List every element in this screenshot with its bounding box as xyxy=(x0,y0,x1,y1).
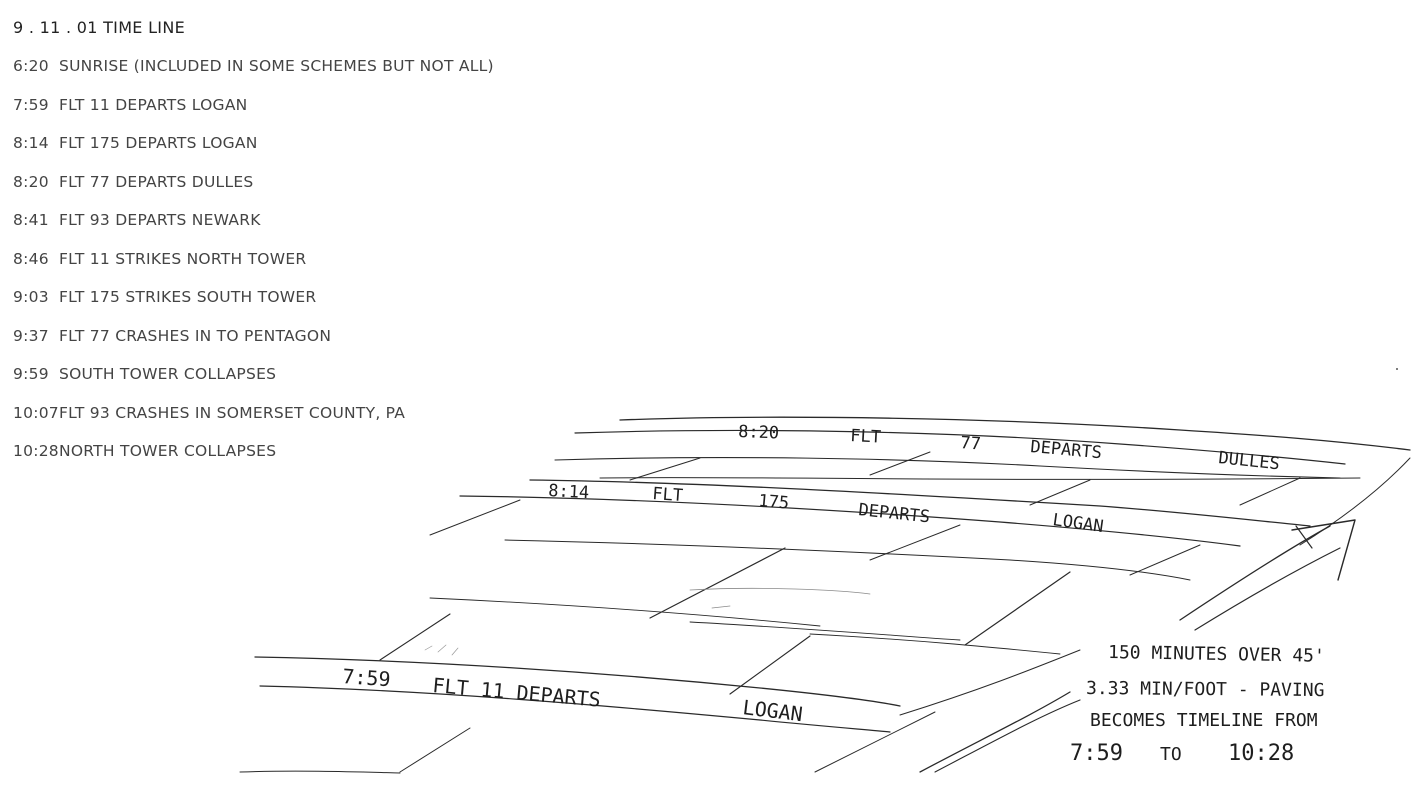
sketch-linework xyxy=(239,368,1411,774)
paving-joint xyxy=(379,613,451,661)
timeline-item: 8:20 FLT 77 DEPARTS DULLES xyxy=(13,173,494,212)
timeline-list: 6:20 SUNRISE (INCLUDED IN SOME SCHEMES BU… xyxy=(13,57,494,481)
sketch-note: 150 MINUTES OVER 45' 3.33 MIN/FOOT - PAV… xyxy=(1070,642,1325,766)
paving-edge xyxy=(934,699,1081,773)
band-place: LOGAN xyxy=(1051,510,1104,537)
band-line xyxy=(554,457,1341,479)
paving-joint xyxy=(1239,477,1301,506)
band-time: 8:20 xyxy=(738,422,780,443)
paving-joint xyxy=(689,587,871,595)
paving-joint xyxy=(711,605,731,609)
event-time: 6:20 xyxy=(13,57,49,75)
event-text: SUNRISE (INCLUDED IN SOME SCHEMES BUT NO… xyxy=(59,57,494,75)
event-text: FLT 77 DEPARTS DULLES xyxy=(59,172,254,191)
paving-joint xyxy=(964,571,1071,646)
band-line xyxy=(574,429,1346,465)
event-text: FLT 93 CRASHES IN SOMERSET COUNTY, PA xyxy=(59,403,406,422)
event-time: 7:59 xyxy=(13,95,49,114)
event-time: 8:20 xyxy=(13,172,49,191)
note-end: 10:28 xyxy=(1228,741,1294,766)
pencil-dot xyxy=(1396,368,1398,370)
band-line xyxy=(599,477,1361,480)
band-number: 77 xyxy=(960,433,982,454)
band-line xyxy=(619,416,1411,451)
timeline-item: 9:37 FLT 77 CRASHES IN TO PENTAGON xyxy=(13,327,494,366)
event-text: FLT 93 DEPARTS NEWARK xyxy=(59,211,261,229)
event-time: 9:03 xyxy=(13,288,49,306)
timeline-item: 9:59 SOUTH TOWER COLLAPSES xyxy=(13,365,494,404)
event-text: FLT 175 DEPARTS LOGAN xyxy=(59,134,258,152)
timeline-item: 9:03 FLT 175 STRIKES SOUTH TOWER xyxy=(13,288,494,327)
paving-joint xyxy=(629,457,701,481)
event-time: 10:28 xyxy=(13,442,59,460)
band-time: 8:14 xyxy=(548,481,590,503)
paving-edge xyxy=(919,691,1071,773)
timeline-item: 8:46 FLT 11 STRIKES NORTH TOWER xyxy=(13,250,494,289)
note-to: TO xyxy=(1160,744,1182,765)
event-text: FLT 77 CRASHES IN TO PENTAGON xyxy=(59,326,332,345)
band-flt: FLT xyxy=(850,426,882,448)
band-verb: DEPARTS xyxy=(1030,437,1103,463)
band-line xyxy=(254,656,901,707)
band-number: 175 xyxy=(758,491,790,514)
event-time: 9:37 xyxy=(13,326,49,345)
band-line xyxy=(459,495,1241,547)
paving-joint xyxy=(429,597,821,627)
band-line xyxy=(504,539,1191,581)
event-text: NORTH TOWER COLLAPSES xyxy=(59,442,277,460)
paving-joint xyxy=(689,621,961,641)
note-line-2: 3.33 MIN/FOOT - PAVING xyxy=(1086,678,1325,701)
event-time: 8:41 xyxy=(13,211,49,229)
band-line xyxy=(259,685,891,733)
note-line-1: 150 MINUTES OVER 45' xyxy=(1108,642,1325,667)
paving-joint xyxy=(869,451,931,476)
paving-joint xyxy=(399,727,471,773)
paving-edge xyxy=(1179,525,1331,621)
timeline-item: 8:41 FLT 93 DEPARTS NEWARK xyxy=(13,211,494,250)
note-line-3: BECOMES TIMELINE FROM xyxy=(1090,710,1318,731)
band-place: DULLES xyxy=(1217,448,1280,474)
event-text: FLT 175 STRIKES SOUTH TOWER xyxy=(59,288,317,306)
note-from: 7:59 xyxy=(1070,741,1123,766)
event-time: 10:07 xyxy=(13,403,59,422)
band-place: LOGAN xyxy=(741,695,804,726)
timeline-item: 8:14 FLT 175 DEPARTS LOGAN xyxy=(13,134,494,173)
paving-edge xyxy=(1299,457,1411,546)
paving-joint xyxy=(869,524,961,561)
event-text: FLT 11 DEPARTS LOGAN xyxy=(59,95,248,114)
band-line xyxy=(529,479,1311,527)
timeline-item: 7:59 FLT 11 DEPARTS LOGAN xyxy=(13,96,494,135)
event-time: 9:59 xyxy=(13,365,49,383)
paving-joint xyxy=(809,633,1061,655)
paving-joint xyxy=(814,711,936,773)
band-label-8-14: 8:14 FLT 175 DEPARTS LOGAN xyxy=(548,481,1105,537)
band-line xyxy=(239,770,401,774)
band-text: FLT 11 DEPARTS xyxy=(432,673,602,712)
paving-joint xyxy=(1129,544,1201,576)
event-time: 8:46 xyxy=(13,249,49,268)
paving-joint xyxy=(1029,479,1091,506)
arrow-icon xyxy=(1295,525,1313,549)
event-text: SOUTH TOWER COLLAPSES xyxy=(59,365,277,383)
paving-edge xyxy=(899,649,1081,716)
paving-joint xyxy=(649,547,786,619)
page-title: 9 . 11 . 01 TIME LINE xyxy=(13,18,186,37)
band-label-8-20: 8:20 FLT 77 DEPARTS DULLES xyxy=(738,422,1281,474)
event-text: FLT 11 STRIKES NORTH TOWER xyxy=(59,249,307,268)
band-label-7-59: 7:59 FLT 11 DEPARTS LOGAN xyxy=(342,664,804,726)
band-flt: FLT xyxy=(652,484,684,506)
band-verb: DEPARTS xyxy=(857,500,930,527)
timeline-item: 6:20 SUNRISE (INCLUDED IN SOME SCHEMES BU… xyxy=(13,57,494,96)
band-time: 7:59 xyxy=(342,664,392,691)
arrow-icon xyxy=(1291,519,1356,581)
paving-joint xyxy=(729,635,811,695)
paving-texture xyxy=(424,644,459,656)
paving-joint xyxy=(429,499,521,536)
event-time: 8:14 xyxy=(13,134,49,152)
paving-edge xyxy=(1194,547,1341,631)
